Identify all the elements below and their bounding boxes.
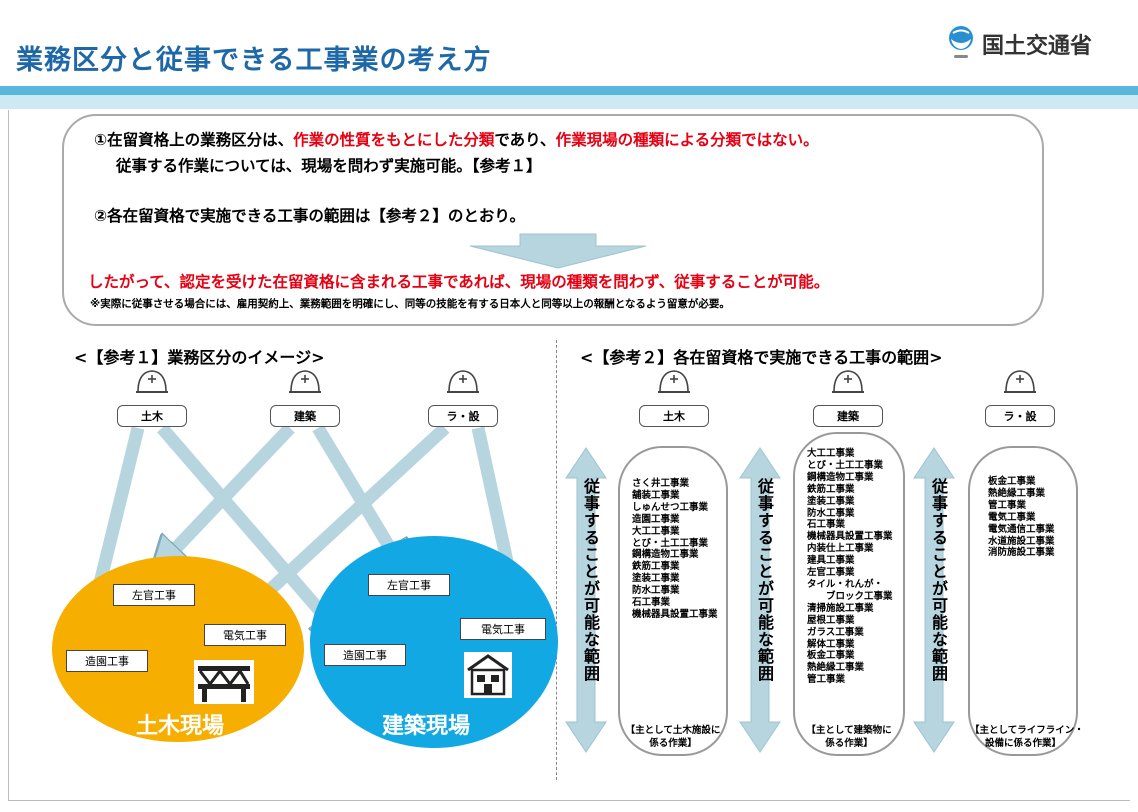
arch-site-area — [310, 536, 558, 748]
ref1-title: <【参考１】業務区分のイメージ> — [74, 348, 325, 367]
scope-list-rasetsu: 板金工事業 熱絶縁工事業 管工事業 電気工事業 電気通信工事業 水道施設工事業 … — [988, 476, 1055, 559]
scope-list-doboku: さく井工事業 舗装工事業 しゅんせつ工事業 造園工事業 大工工事業 とび・土工工… — [632, 478, 718, 620]
worker-label-kenchiku: 建築 — [270, 405, 340, 427]
ref2-worker-label-kenchiku: 建築 — [813, 405, 883, 427]
building-icon — [464, 652, 512, 698]
scope-label: 従事することが可能な範囲 — [929, 478, 948, 682]
summary-point-1: ①在留資格上の業務区分は、作業の性質をもとにした分類であり、作業現場の種類による… — [94, 131, 819, 149]
section-divider — [556, 340, 557, 780]
civil-work-landscape: 造園工事 — [66, 650, 148, 672]
scope-note-doboku: 【主として土木施設に 係る作業】 — [625, 725, 721, 749]
scope-note-rasetsu: 【主としてライフライン・ 設備に係る作業】 — [970, 725, 1084, 749]
scope-column-rasetsu: 板金工事業 熱絶縁工事業 管工事業 電気工事業 電気通信工事業 水道施設工事業 … — [968, 446, 1084, 756]
scope-double-arrow-icon — [739, 447, 781, 753]
arch-work-landscape: 造園工事 — [324, 644, 406, 666]
summary-point-2: ②各在留資格で実施できる工事の範囲は【参考２】のとおり。 — [94, 207, 526, 225]
ref2-worker-label-doboku: 土木 — [639, 405, 709, 427]
helmet-icon — [447, 370, 479, 393]
scope-list-kenchiku: 大工工事業 とび・土工工事業 鋼構造物工事業 鉄筋工事業 塗装工事業 防水工事業… — [807, 448, 893, 686]
worker-label-doboku: 土木 — [117, 405, 187, 427]
scope-label: 従事することが可能な範囲 — [581, 478, 600, 682]
org-name: 国土交通省 — [982, 34, 1093, 59]
scope-double-arrow-icon — [565, 447, 607, 753]
frame-line — [8, 800, 1130, 801]
summary-point-1-cont: 従事する作業については、現場を問わず実施可能。【参考１】 — [116, 157, 542, 175]
arrow-kenchiku-to-civil-plaster — [160, 423, 295, 565]
bridge-icon — [194, 660, 254, 704]
arch-work-electric: 電気工事 — [460, 618, 546, 640]
ref2-title: <【参考２】各在留資格で実施できる工事の範囲> — [580, 348, 943, 367]
header-band-light — [0, 95, 1138, 109]
arch-site-label: 建築現場 — [382, 714, 471, 739]
arrow-doboku-to-arch-garden — [157, 423, 340, 634]
frame-line — [8, 110, 9, 800]
ref2-worker-label-rasetsu: ラ・設 — [985, 405, 1055, 427]
summary-note: ※実際に従事させる場合には、雇用契約上、業務範囲を明確にし、同等の技能を有する日… — [90, 298, 730, 310]
summary-conclusion: したがって、認定を受けた在留資格に含まれる工事であれば、現場の種類を問わず、従事… — [88, 273, 830, 291]
worker-label-rasetsu: ラ・設 — [428, 405, 498, 427]
arrow-rasetsu-to-civil-elec — [246, 423, 450, 612]
helmet-icon — [1004, 370, 1036, 393]
civil-work-electric: 電気工事 — [204, 624, 286, 646]
helmet-icon — [289, 370, 321, 393]
summary-box: ①在留資格上の業務区分は、作業の性質をもとにした分類であり、作業現場の種類による… — [62, 114, 1044, 326]
page-title: 業務区分と従事できる工事業の考え方 — [16, 45, 492, 76]
helmet-icon — [136, 370, 168, 393]
scope-label: 従事することが可能な範囲 — [755, 478, 774, 682]
scope-column-doboku: さく井工事業 舗装工事業 しゅんせつ工事業 造園工事業 大工工事業 とび・土工工… — [618, 446, 728, 756]
arch-work-plaster: 左官工事 — [368, 574, 450, 596]
scope-note-kenchiku: 【主として建築物に 係る作業】 — [806, 725, 892, 749]
down-arrow-icon — [469, 233, 647, 269]
mlit-logo-icon — [949, 26, 973, 58]
helmet-icon — [658, 370, 690, 393]
civil-site-label: 土木現場 — [136, 714, 225, 739]
scope-column-kenchiku: 大工工事業 とび・土工工事業 鋼構造物工事業 鉄筋工事業 塗装工事業 防水工事業… — [793, 432, 905, 756]
scope-double-arrow-icon — [913, 447, 955, 753]
header-band — [0, 86, 1138, 95]
civil-work-plaster: 左官工事 — [113, 584, 195, 606]
helmet-icon — [832, 370, 864, 393]
